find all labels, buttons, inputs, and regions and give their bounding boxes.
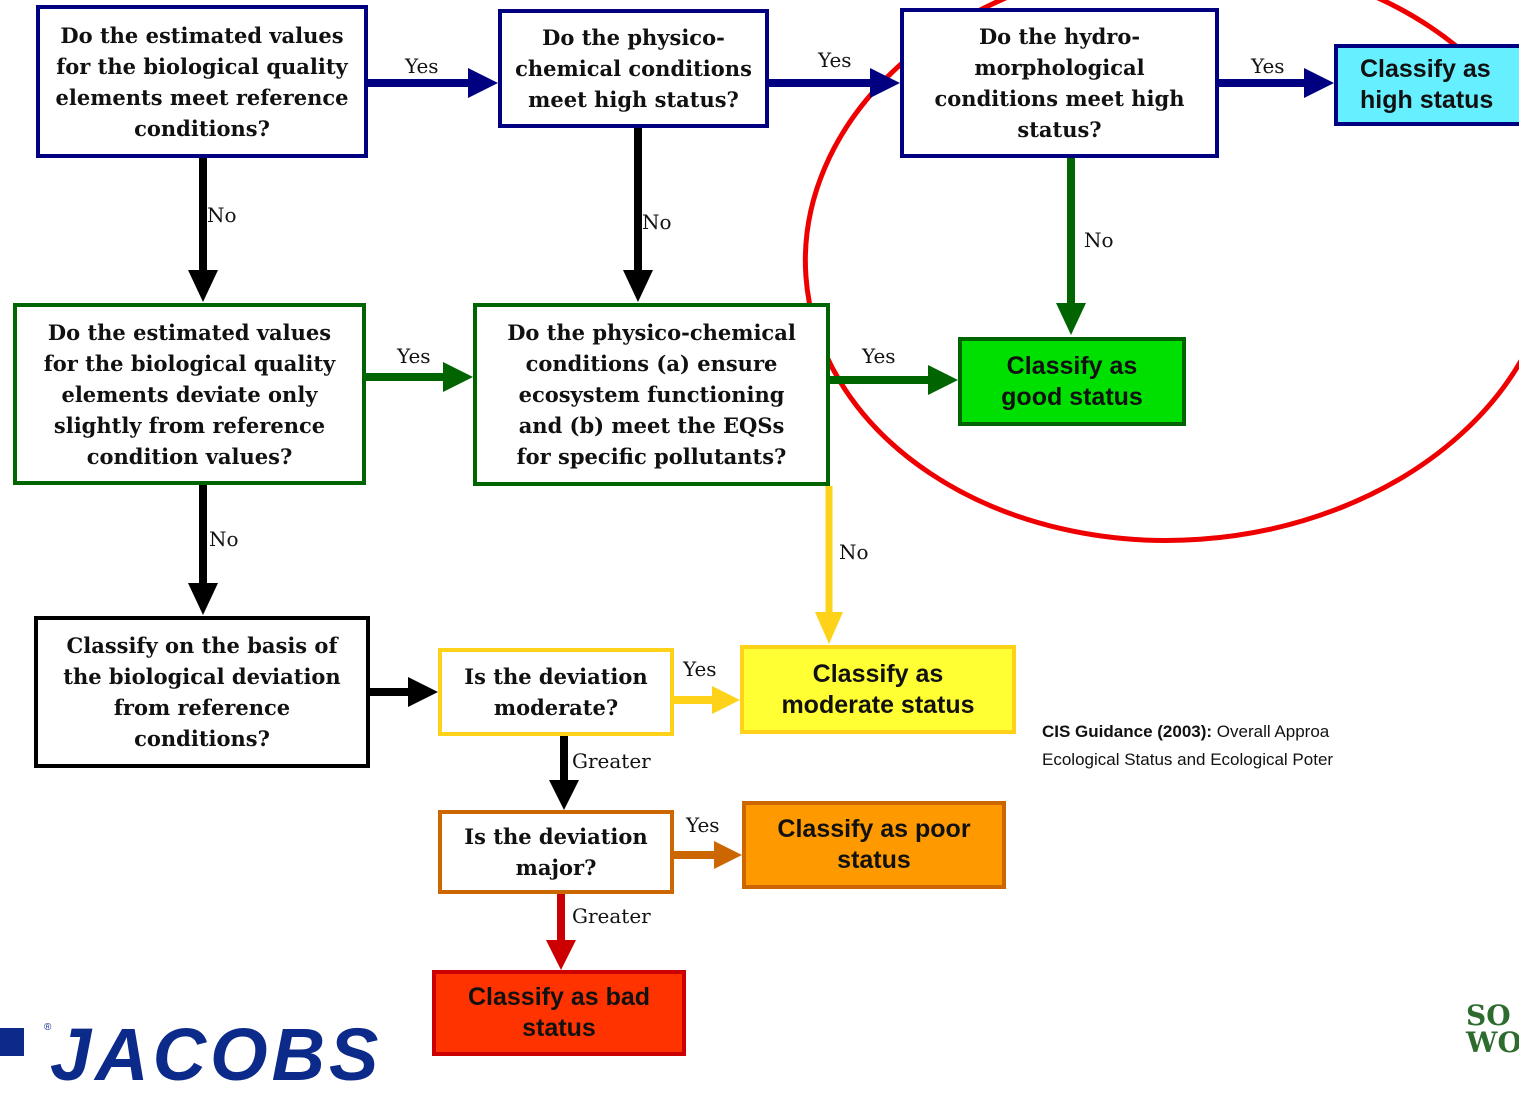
jacobs-logo: JACOBS [50,1013,383,1096]
label-no: No [207,203,237,227]
label-no: No [1084,228,1114,252]
label-yes: Yes [862,344,896,368]
arrow-yes-slight-to-ecosystem [366,362,473,392]
arrow-deviation-to-moderate-question [370,677,438,707]
label-no: No [642,210,672,234]
box-bio-slight: Do the estimated values for the biologic… [13,303,366,485]
label-greater: Greater [572,749,651,773]
box-bio-deviation: Classify on the basis of the biological … [34,616,370,768]
arrow-yes-moderate [674,686,740,714]
box-physchem-high: Do the physico-chemical conditions meet … [498,9,769,128]
citation-source: CIS Guidance (2003): [1042,722,1213,741]
label-no: No [839,540,869,564]
label-yes: Yes [683,657,717,681]
box-classify-moderate: Classify as moderate status [740,645,1016,734]
arrow-yes-bio-to-physchem [368,68,498,98]
label-yes: Yes [397,344,431,368]
arrow-yes-ecosystem-to-good [830,365,958,395]
label-yes: Yes [1251,54,1285,78]
right-logo: SO WO [1466,999,1519,1059]
label-yes: Yes [405,54,439,78]
box-classify-good: Classify as good status [958,337,1186,426]
arrow-yes-hydro-to-high [1219,68,1334,98]
label-yes: Yes [818,48,852,72]
box-classify-poor: Classify as poor status [742,801,1006,889]
box-classify-bad: Classify as bad status [432,970,686,1056]
citation: CIS Guidance (2003): Overall Approa Ecol… [1042,718,1333,774]
arrow-no-ecosystem-to-moderate [815,486,843,644]
box-deviation-moderate: Is the deviation moderate? [438,648,674,736]
jacobs-logo-mark [0,1028,24,1056]
highlight-circle [802,0,1519,543]
label-no: No [209,527,239,551]
box-physchem-ecosystem: Do the physico-chemical conditions (a) e… [473,303,830,486]
box-deviation-major: Is the deviation major? [438,810,674,894]
label-yes: Yes [686,813,720,837]
box-classify-high: Classify as high status [1334,44,1519,126]
box-bio-reference: Do the estimated values for the biologic… [36,5,368,158]
label-greater: Greater [572,904,651,928]
flow-arrows [188,0,1519,970]
arrow-greater-major-down [546,894,576,970]
arrow-no-hydro-down [1056,158,1086,335]
arrow-yes-physchem-to-hydro [769,68,900,98]
arrow-no-slight-down [188,485,218,615]
registered-mark: ® [44,1022,52,1033]
arrow-no-physchem-down [623,128,653,302]
arrow-no-bio-down [188,158,218,302]
citation-line1: Overall Approa [1216,722,1330,741]
box-hydromorph-high: Do the hydro-morphological conditions me… [900,8,1219,158]
arrow-greater-moderate-down [549,736,579,810]
citation-line2: Ecological Status and Ecological Poter [1042,750,1334,769]
arrow-yes-poor [674,841,742,869]
